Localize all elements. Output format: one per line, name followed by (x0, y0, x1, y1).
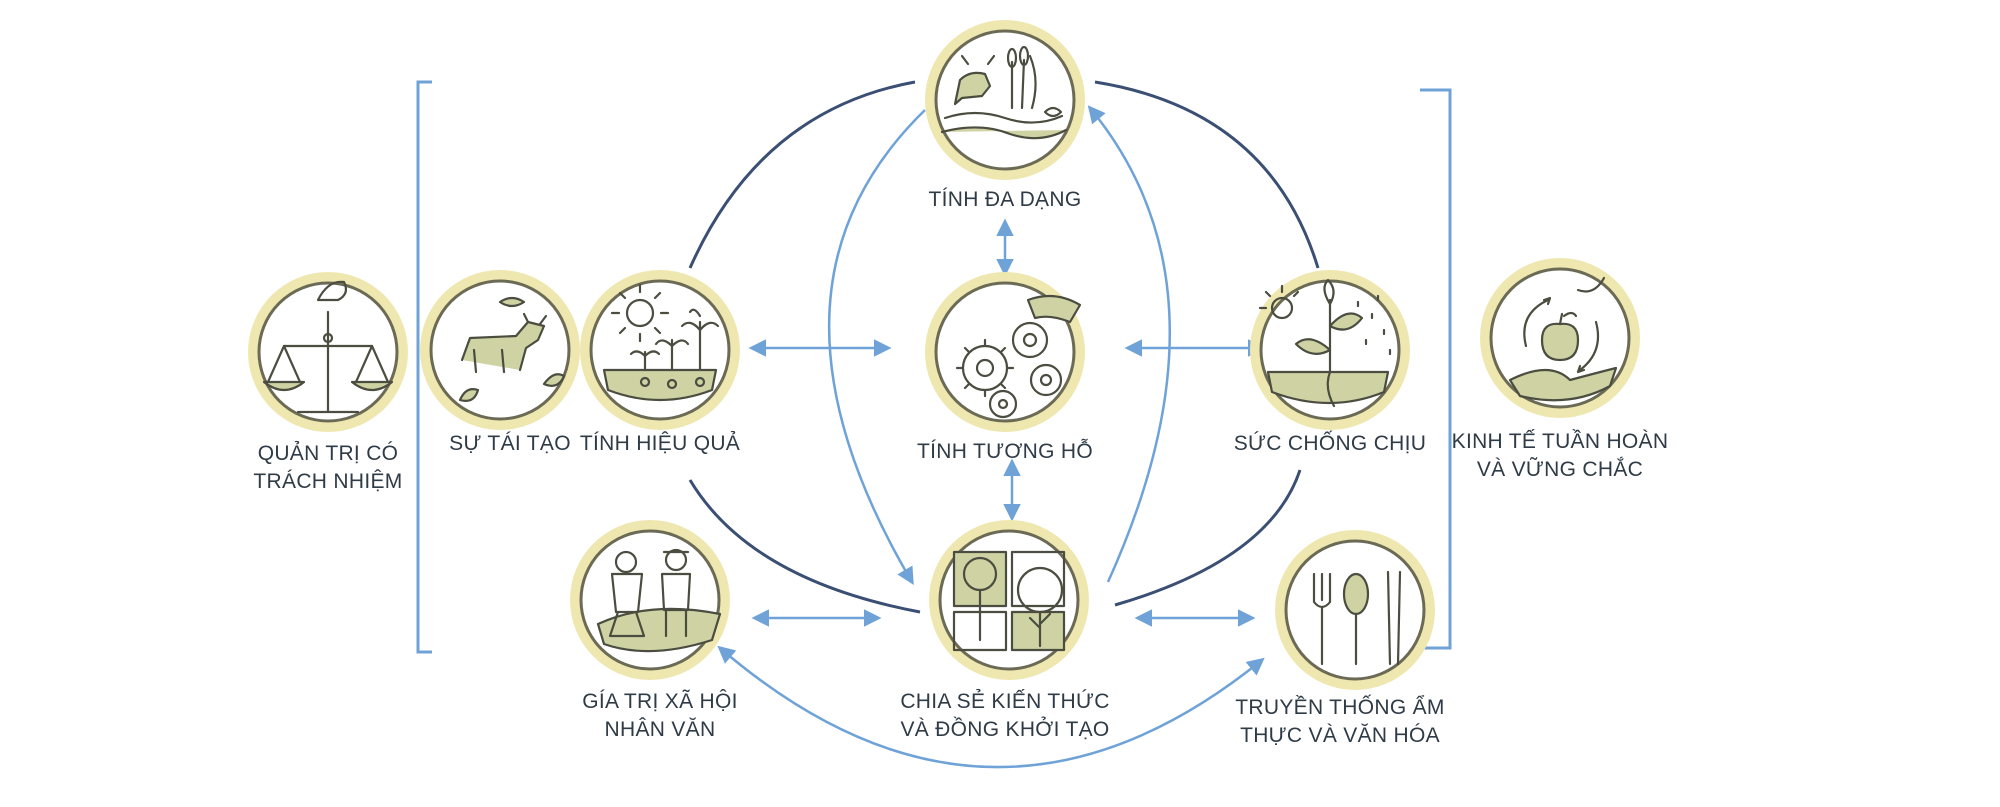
left-bracket (416, 80, 432, 654)
dark-arc-top-left (688, 80, 916, 269)
arrow-bottom-arc (717, 645, 1265, 769)
cocreation-label-line2: VÀ ĐỒNG KHỞI TẠO (900, 718, 1110, 741)
human-values-badge (570, 520, 730, 680)
sun-seedlings-icon (602, 283, 720, 402)
circular-economy-label-line1: KINH TẾ TUẦN HOÀN (1451, 430, 1669, 453)
efficiency-label: TÍNH HIỆU QUẢ (579, 432, 741, 455)
dark-arc-top-right (1094, 80, 1320, 269)
tradition-label: TRUYỀN THỐNG ẨM THỰC VÀ VĂN HÓA (1225, 694, 1455, 750)
hand-apple-cycle-icon (1508, 276, 1618, 402)
landscape-animal-plant-icon (940, 45, 1068, 140)
arrow-diversity-to-cocreation (828, 109, 926, 586)
arrow-cocreation-to-diversity (1087, 105, 1172, 583)
circular-economy-label: KINH TẾ TUẦN HOÀN VÀ VỮNG CHẮC (1440, 428, 1680, 484)
synergy-label: TÍNH TƯƠNG HỖ (917, 440, 1093, 463)
tradition-label-line1: TRUYỀN THỐNG ẨM (1235, 696, 1445, 719)
governance-label-line1: QUẢN TRỊ CÓ (257, 442, 399, 465)
tradition-label-line2: THỰC VÀ VĂN HÓA (1240, 724, 1440, 747)
resilience-label: SỨC CHỐNG CHỊU (1233, 432, 1427, 455)
dark-arc-right-lower (1114, 469, 1302, 607)
dark-arc-bottom-left (688, 479, 921, 614)
governance-label-line2: TRÁCH NHIỆM (253, 470, 403, 493)
cocreation-label: CHIA SẺ KIẾN THỨC VÀ ĐỒNG KHỞI TẠO (880, 688, 1130, 744)
fork-spoon-chopsticks-icon (1312, 570, 1402, 666)
cow-leaves-icon (458, 296, 566, 402)
human-values-label-line1: GÍA TRỊ XÃ HỘI (582, 690, 738, 713)
governance-label: QUẢN TRỊ CÓ TRÁCH NHIỆM (228, 440, 428, 496)
recycling-label: SỰ TÁI TẠO (449, 432, 571, 455)
balance-scale-icon (262, 280, 394, 414)
human-values-label: GÍA TRỊ XÃ HỘI NHÂN VĂN (555, 688, 765, 744)
plant-rain-icon (1258, 278, 1392, 408)
circular-economy-label-line2: VÀ VỮNG CHẮC (1476, 458, 1644, 481)
right-bracket (1420, 88, 1452, 650)
diversity-label: TÍNH ĐA DẠNG (928, 188, 1082, 211)
human-values-label-line2: NHÂN VĂN (604, 718, 716, 741)
farmers-icon (596, 548, 722, 653)
gears-icon (955, 294, 1082, 419)
diversity-badge (925, 20, 1085, 180)
cocreation-label-line1: CHIA SẺ KIẾN THỨC (900, 690, 1110, 713)
trees-puzzle-icon (952, 550, 1066, 652)
